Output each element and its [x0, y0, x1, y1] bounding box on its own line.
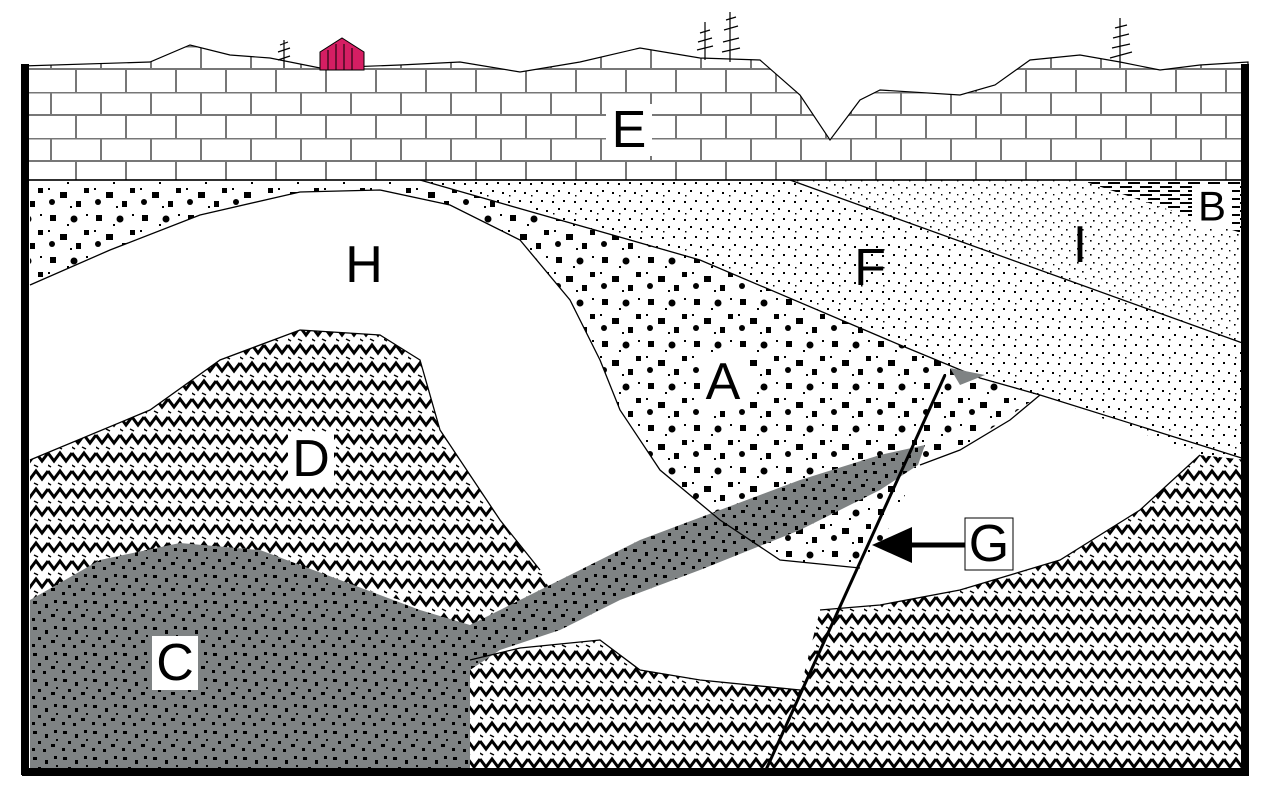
- fault-g: [763, 374, 947, 773]
- house-icon: [319, 37, 365, 71]
- unit-h-pocket: [840, 395, 1200, 605]
- g-label-box: [964, 517, 1014, 571]
- unit-d-lower: [470, 455, 1248, 770]
- tree-icon: [1109, 18, 1133, 68]
- unit-f: [420, 180, 1248, 460]
- label-e: E: [612, 101, 647, 159]
- tree-icon: [277, 40, 291, 68]
- contact-lines: [29, 179, 1249, 691]
- label-g: G: [969, 515, 1009, 573]
- label-d: D: [292, 430, 330, 488]
- e-label-bg: [606, 104, 652, 156]
- unit-a: [30, 180, 1040, 568]
- unit-h: [30, 190, 860, 640]
- b-label-bg: [1192, 184, 1232, 228]
- label-f: F: [854, 239, 886, 297]
- d-label-bg: [288, 432, 334, 486]
- label-h: H: [345, 236, 383, 294]
- a-label-bg: [700, 355, 746, 409]
- unit-c: [30, 445, 925, 770]
- label-b: B: [1198, 183, 1226, 230]
- tree-icon: [696, 12, 741, 62]
- g-arrow: [872, 527, 965, 563]
- label-a: A: [706, 353, 741, 411]
- label-c: C: [156, 634, 194, 692]
- c-label-bg: [152, 636, 198, 690]
- fault-g-cap: [950, 368, 985, 385]
- label-i: I: [1073, 216, 1087, 274]
